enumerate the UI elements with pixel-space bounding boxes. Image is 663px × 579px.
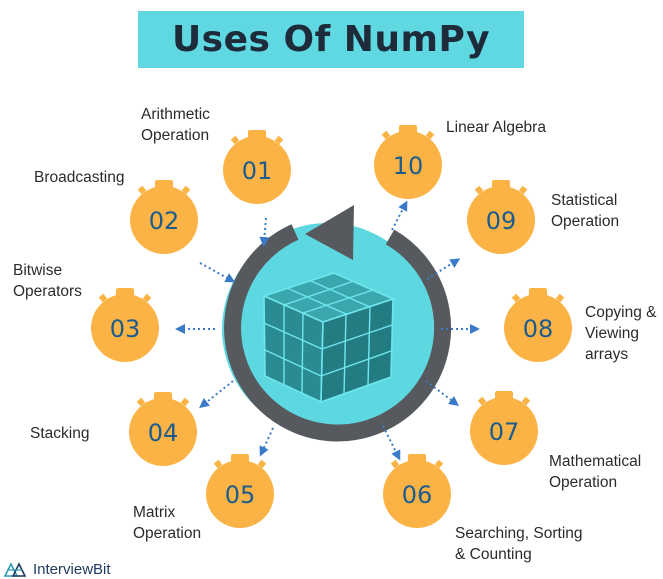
stopwatch-knob-icon xyxy=(529,288,547,296)
badge-circle xyxy=(383,460,451,528)
stopwatch-button-icon xyxy=(434,459,444,469)
stopwatch-button-icon xyxy=(477,396,487,406)
stopwatch-button-icon xyxy=(274,135,284,145)
stopwatch-knob-icon xyxy=(154,392,172,400)
connector-09 xyxy=(426,258,461,280)
stopwatch-button-icon xyxy=(137,185,147,195)
stopwatch-button-icon xyxy=(521,396,531,406)
badge-08: 08 xyxy=(504,288,572,362)
stopwatch-knob-icon xyxy=(408,454,426,462)
stopwatch-button-icon xyxy=(425,130,435,140)
connector-06 xyxy=(382,425,401,461)
badges: 01 02 03 04 05 06 07 08 09 10 xyxy=(91,125,572,528)
cube-icon xyxy=(261,272,396,404)
label-statistical-operation: Statistical Operation xyxy=(551,192,620,230)
badge-02: 02 xyxy=(130,180,198,254)
badge-number: 10 xyxy=(393,152,424,180)
badge-07: 07 xyxy=(470,391,538,465)
badge-number: 01 xyxy=(242,157,273,185)
badge-number: 06 xyxy=(402,481,433,509)
badge-circle xyxy=(206,460,274,528)
badge-number: 03 xyxy=(110,315,141,343)
badge-circle xyxy=(504,294,572,362)
connector-07 xyxy=(425,380,459,407)
stopwatch-button-icon xyxy=(555,293,565,303)
stopwatch-knob-icon xyxy=(399,125,417,133)
stopwatch-knob-icon xyxy=(155,180,173,188)
title-banner: Uses Of NumPy xyxy=(138,11,524,68)
badge-06: 06 xyxy=(383,454,451,528)
stopwatch-button-icon xyxy=(181,185,191,195)
badge-09: 09 xyxy=(467,180,535,254)
label-broadcasting: Broadcasting xyxy=(34,169,125,186)
stopwatch-knob-icon xyxy=(116,288,134,296)
badge-05: 05 xyxy=(206,454,274,528)
badge-03: 03 xyxy=(91,288,159,362)
stopwatch-button-icon xyxy=(180,397,190,407)
stopwatch-knob-icon xyxy=(495,391,513,399)
stopwatch-button-icon xyxy=(257,459,267,469)
stopwatch-button-icon xyxy=(381,130,391,140)
badge-number: 02 xyxy=(149,207,180,235)
stopwatch-knob-icon xyxy=(231,454,249,462)
stopwatch-button-icon xyxy=(230,135,240,145)
badge-01: 01 xyxy=(223,130,291,204)
label-linear-algebra: Linear Algebra xyxy=(446,119,546,136)
badge-number: 09 xyxy=(486,207,517,235)
connector-05 xyxy=(259,427,274,457)
stopwatch-button-icon xyxy=(390,459,400,469)
interviewbit-logo: InterviewBit xyxy=(4,560,111,578)
stopwatch-button-icon xyxy=(142,293,152,303)
stopwatch-knob-icon xyxy=(492,180,510,188)
badge-circle xyxy=(91,294,159,362)
label-bitwise-operators: Bitwise Operators xyxy=(13,262,82,300)
stopwatch-button-icon xyxy=(136,397,146,407)
cycle-arrow-head-icon xyxy=(305,205,354,260)
badge-circle xyxy=(374,131,442,199)
cycle-ring xyxy=(224,224,452,442)
stopwatch-button-icon xyxy=(518,185,528,195)
stopwatch-button-icon xyxy=(511,293,521,303)
logo-mark-icon xyxy=(4,562,27,577)
stopwatch-button-icon xyxy=(213,459,223,469)
label-arithmetic-operation: Arithmetic Operation xyxy=(141,106,210,144)
connector-01 xyxy=(259,217,270,247)
badge-10: 10 xyxy=(374,125,442,199)
badge-number: 04 xyxy=(148,419,179,447)
label-searching-sorting-counting: Searching, Sorting & Counting xyxy=(455,525,583,563)
connector-10 xyxy=(391,200,408,231)
connector-04 xyxy=(199,380,234,409)
page-title: Uses Of NumPy xyxy=(171,19,491,60)
label-copying-viewing-arrays: Copying & Viewing arrays xyxy=(585,304,657,363)
badge-circle xyxy=(470,397,538,465)
badge-circle xyxy=(129,398,197,466)
badge-circle xyxy=(130,186,198,254)
badge-circle xyxy=(467,186,535,254)
badge-number: 05 xyxy=(225,481,256,509)
label-mathematical-operation: Mathematical Operation xyxy=(549,453,642,491)
connectors xyxy=(175,200,480,461)
stopwatch-button-icon xyxy=(98,293,108,303)
label-matrix-operation: Matrix Operation xyxy=(133,504,202,542)
badge-number: 08 xyxy=(523,315,554,343)
stopwatch-button-icon xyxy=(474,185,484,195)
connector-02 xyxy=(199,262,236,283)
badge-04: 04 xyxy=(129,392,197,466)
stopwatch-knob-icon xyxy=(248,130,266,138)
badge-circle xyxy=(223,136,291,204)
badge-number: 07 xyxy=(489,418,520,446)
logo-text: InterviewBit xyxy=(33,560,111,578)
label-stacking: Stacking xyxy=(30,425,90,442)
